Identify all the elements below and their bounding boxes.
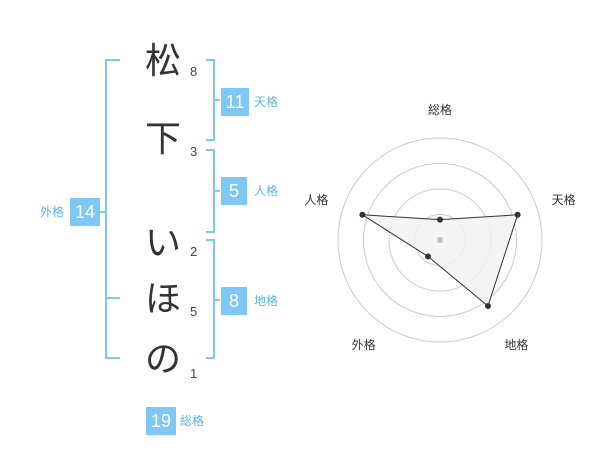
radar-point-4 [425, 253, 432, 260]
radar-axis-label-3: 地格 [504, 337, 528, 352]
name-character-1: 松 [144, 41, 181, 82]
tenkaku-label: 天格 [254, 95, 279, 109]
radar-axis-label-4: 外格 [352, 337, 376, 352]
soukaku-value-box: 19 [146, 407, 176, 435]
chikaku-label: 地格 [254, 294, 279, 308]
name-character-5: の [144, 339, 181, 380]
radar-series-area [362, 214, 519, 307]
name-character-4: ほ [144, 279, 181, 320]
radar-axis-label-1: 総格 [428, 102, 452, 117]
tenkaku-value-box: 11 [221, 88, 249, 116]
soukaku-label: 総格 [180, 414, 205, 428]
stroke-count-3: 2 [190, 244, 198, 259]
chikaku-value-box: 8 [221, 287, 247, 315]
radar-point-3 [484, 303, 491, 310]
radar-point-1 [437, 216, 443, 223]
radar-point-5 [359, 211, 366, 218]
name-character-2: 下 [144, 119, 181, 160]
gaikaku-label: 外格 [40, 205, 65, 219]
name-character-3: い [144, 223, 181, 264]
radar-ring-4 [337, 137, 543, 343]
stroke-count-1: 8 [190, 64, 198, 79]
radar-ring-3 [363, 163, 517, 317]
radar-axis-label-2: 天格 [552, 192, 576, 207]
radar-point-2 [514, 211, 521, 218]
gaikaku-value-box: 14 [70, 198, 100, 226]
stroke-count-5: 1 [190, 366, 198, 381]
radar-axis-label-5: 人格 [304, 192, 328, 207]
stroke-count-2: 3 [190, 144, 198, 159]
radar-center-dot [437, 237, 443, 243]
stroke-count-4: 5 [190, 304, 198, 319]
jinkaku-label: 人格 [254, 184, 279, 198]
jinkaku-value-box: 5 [221, 177, 247, 205]
